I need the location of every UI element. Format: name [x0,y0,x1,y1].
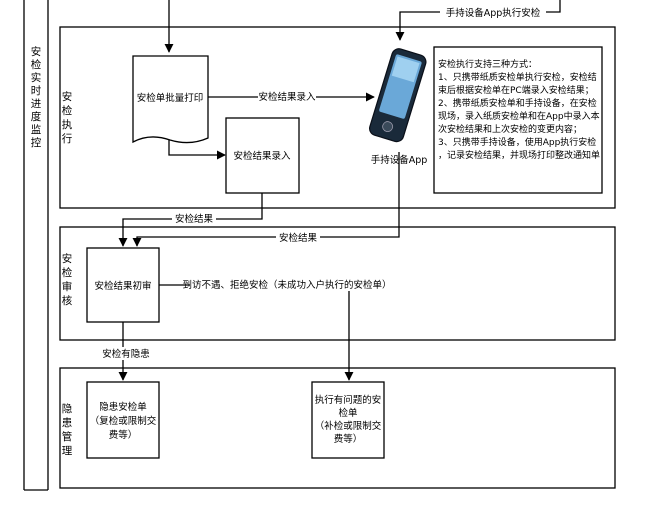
svg-text:监: 监 [31,123,42,136]
svg-text:实: 实 [31,71,42,84]
svg-text:控: 控 [31,136,42,149]
node-batch-print: 安检单批量打印 [132,55,209,144]
note-line: 3、只携带手持设备，使用App执行安检 [438,136,596,148]
svg-text:管: 管 [62,430,73,443]
svg-text:检: 检 [62,104,73,117]
lane-hazard [59,367,616,489]
svg-text:检: 检 [62,266,73,279]
phone-icon [369,48,427,143]
svg-text:安检结果初审: 安检结果初审 [94,280,151,292]
svg-text:检单: 检单 [338,407,358,419]
edge-label-refused: 到访不遇、拒绝安检（未成功入户执行的安检单） [182,279,391,291]
svg-text:隐患安检单: 隐患安检单 [99,401,147,413]
edge-label-has-hazard: 安检有隐患 [102,348,150,360]
note-line: 2、携带纸质安检单和手持设备，在安检 [438,97,597,109]
edge-review-refused [159,284,354,381]
svg-text:审: 审 [62,280,73,293]
svg-text:理: 理 [62,445,73,457]
node-hazard-order: 隐患安检单 （复检或限制交 费等） [86,381,160,459]
lane3-label: 隐 患 管 理 [62,403,73,457]
note-line: 1、只携带纸质安检单执行安检，安检结 [438,71,597,83]
note-box: 安检执行支持三种方式： 1、只携带纸质安检单执行安检，安检结 束后根据安检单在P… [433,46,603,194]
edge-label-top-handheld: 手持设备App执行安检 [446,7,541,19]
note-line: 安检执行支持三种方式： [438,58,537,70]
note-line: 次安检结果和上次安检的变更内容； [438,123,582,135]
svg-text:执: 执 [62,118,73,131]
svg-text:安: 安 [31,45,42,58]
svg-text:手持设备App: 手持设备App [371,154,428,166]
svg-text:安: 安 [62,252,73,265]
node-first-review: 安检结果初审 [86,247,160,323]
svg-text:核: 核 [62,294,73,307]
svg-text:行: 行 [62,132,73,145]
note-line: 束后根据安检单在PC端录入安检结果； [438,84,594,96]
lane-execution [59,26,616,209]
edge-app-to-review [132,152,400,247]
svg-text:时: 时 [31,85,42,97]
svg-text:安: 安 [62,90,73,103]
lane1-label: 安 检 执 行 [62,90,73,145]
node-handheld-app: 手持设备App [369,48,428,166]
note-line: ，记录安检结果，并现场打印整改通知单 [438,149,600,161]
node-result-entry: 安检结果录入 [225,117,300,194]
edge-label-app-to-review: 安检结果 [279,232,318,244]
svg-text:费等）: 费等） [334,433,363,445]
svg-text:安检单批量打印: 安检单批量打印 [137,92,204,104]
svg-text:（补检或限制交: （补检或限制交 [315,420,382,432]
svg-text:度: 度 [31,110,42,123]
svg-text:（复检或限制交: （复检或限制交 [90,415,157,427]
lane-review [59,226,616,341]
node-problem-order: 执行有问题的安 检单 （补检或限制交 费等） [311,381,385,459]
svg-text:患: 患 [62,417,73,429]
svg-text:隐: 隐 [62,403,73,415]
lane2-label: 安 检 审 核 [62,252,73,307]
svg-text:检: 检 [31,58,42,71]
svg-text:安检结果录入: 安检结果录入 [233,150,291,162]
note-line: 现场，录入纸质安检单和在App中录入本 [438,110,600,122]
outer-lane-label: 安 检 实 时 进 度 监 控 [31,45,42,149]
svg-text:执行有问题的安: 执行有问题的安 [315,394,382,406]
swimlane-frame [23,0,49,491]
svg-text:进: 进 [31,98,42,110]
svg-text:费等）: 费等） [109,429,138,441]
edge-label-print-to-app: 安检结果录入 [258,91,316,103]
edge-label-entry-to-review: 安检结果 [175,213,214,225]
